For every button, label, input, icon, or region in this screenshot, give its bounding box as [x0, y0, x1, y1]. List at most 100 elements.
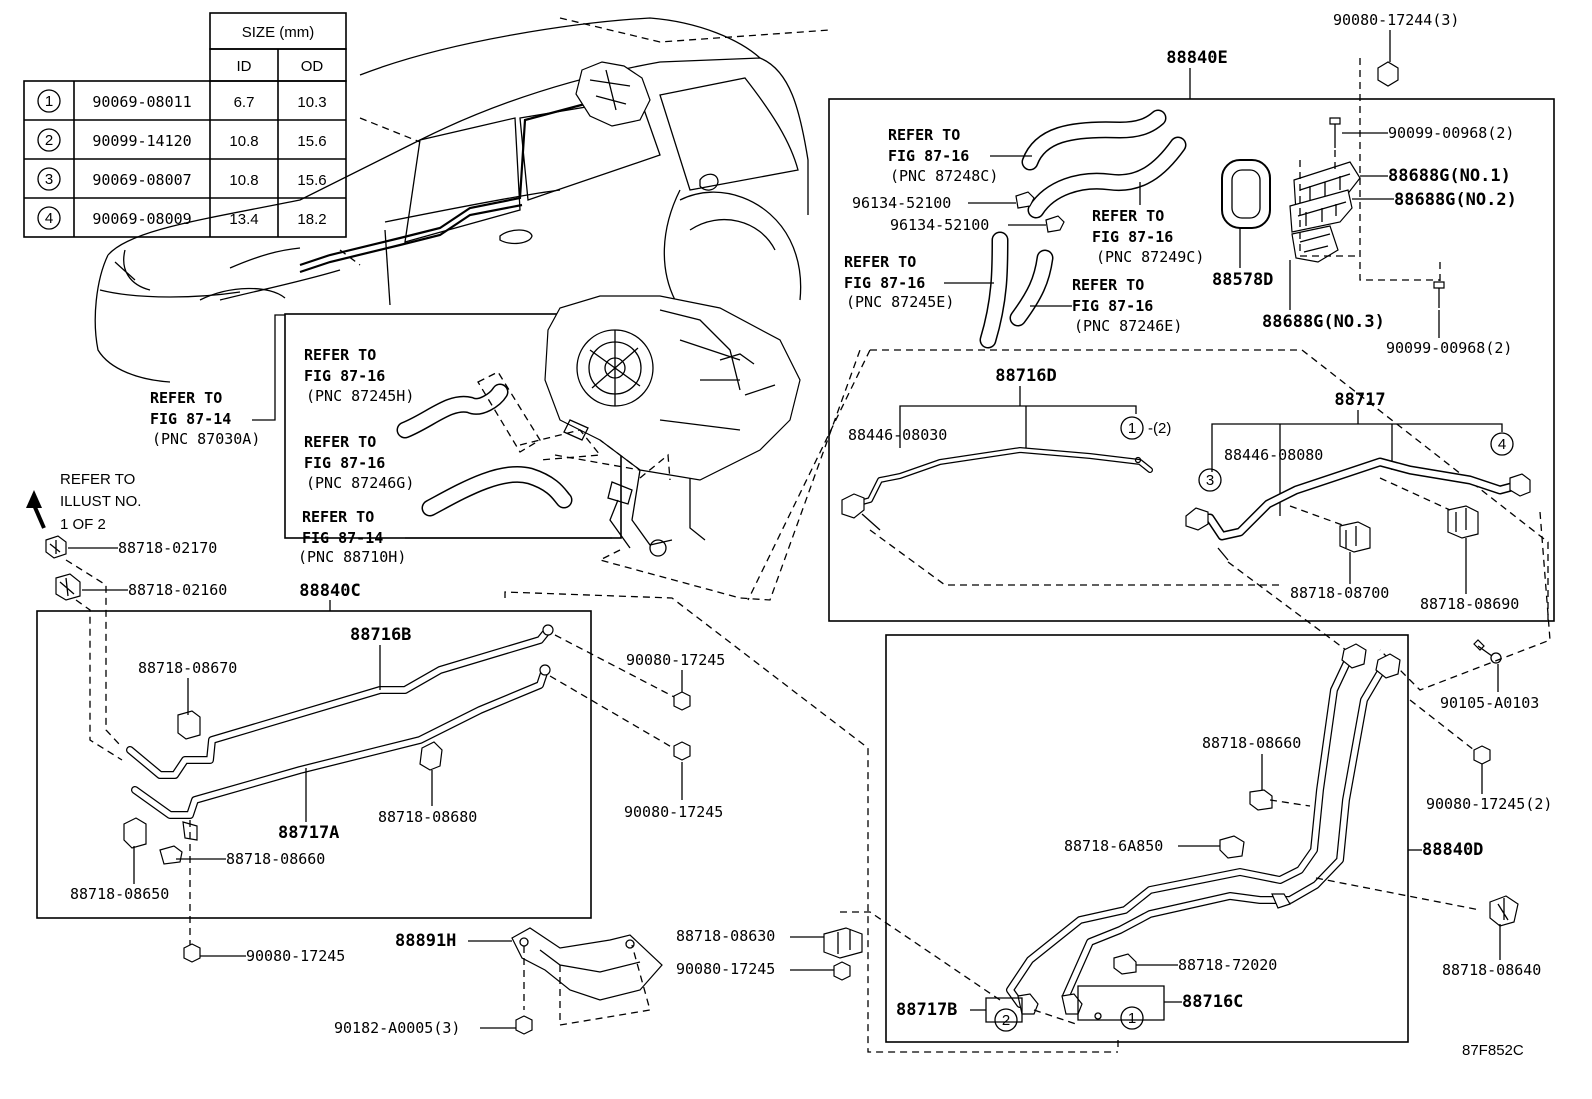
nut-icon — [833, 961, 851, 981]
bolt-a0103-label: 90105-A0103 — [1440, 694, 1539, 712]
size-table: SIZE (mm) ID OD 1 90069-08011 6.7 10.3 2… — [23, 12, 347, 238]
box-88840e: 88840E REFER TO FIG 87-16 (PNC 87248C) 9… — [747, 48, 1555, 622]
table-row-1-num: 1 — [45, 93, 53, 110]
box-e-ref3-l2: FIG 87-16 — [844, 274, 925, 292]
clamp-08680-label: 88718-08680 — [378, 808, 477, 826]
refer-car-l3: (PNC 87030A) — [152, 430, 260, 448]
tube-88716b-label: 88716B — [350, 625, 411, 645]
bracket-no2-label: 88688G(NO.2) — [1394, 190, 1517, 210]
table-row-2-part: 90099-14120 — [92, 132, 191, 150]
nut-icon — [673, 691, 691, 711]
table-row-1-part: 90069-08011 — [92, 93, 191, 111]
box-e-ref4-l2: FIG 87-16 — [1072, 297, 1153, 315]
bolt-icon — [1473, 639, 1485, 651]
refer-illust-l3: 1 OF 2 — [60, 516, 106, 533]
unit-ref1-l3: (PNC 87245H) — [306, 387, 414, 405]
box-e-ref1-l1: REFER TO — [888, 126, 960, 144]
nut-17245-2-label: 90080-17245(2) — [1426, 795, 1552, 813]
table-row-3-num: 3 — [45, 171, 53, 188]
ring1-d-badge: 1 — [1128, 1010, 1136, 1027]
table-row-2-od: 15.6 — [297, 133, 326, 150]
box-e-ref3-l3: (PNC 87245E) — [846, 293, 954, 311]
box-e-ref4-l1: REFER TO — [1072, 276, 1144, 294]
table-row-3-id: 10.8 — [229, 172, 258, 189]
figure-code: 87F852C — [1462, 1042, 1524, 1059]
refer-illust-l2: ILLUST NO. — [60, 493, 141, 510]
gasket-88578d-label: 88578D — [1212, 270, 1273, 290]
tube-88717b-label: 88717B — [896, 1000, 957, 1020]
ring3-badge: 3 — [1206, 472, 1214, 489]
clamp-08660-d-label: 88718-08660 — [1202, 734, 1301, 752]
nut-icon — [673, 741, 691, 761]
table-row-1-od: 10.3 — [297, 94, 326, 111]
screw-00968-top-label: 90099-00968(2) — [1388, 124, 1514, 142]
nut-icon — [1377, 61, 1399, 87]
box-88840d: 88840D 88718-08660 88718-6A850 88718-720… — [885, 634, 1483, 1043]
unit-ref2-l2: FIG 87-16 — [304, 454, 385, 472]
nut-17244-label: 90080-17244(3) — [1333, 11, 1459, 29]
pipe-08080-label: 88446-08080 — [1224, 446, 1323, 464]
cover-88891h-label: 88891H — [395, 931, 456, 951]
table-row-1-id: 6.7 — [234, 94, 255, 111]
cover-88891h: 88891H 90182-A0005(3) — [334, 927, 663, 1037]
clamp-52100-b-label: 96134-52100 — [890, 216, 989, 234]
unit-ref3-l1: REFER TO — [302, 508, 374, 526]
table-row-4-num: 4 — [45, 210, 53, 227]
clamp-08700-label: 88718-08700 — [1290, 584, 1389, 602]
hvac-unit — [284, 295, 801, 557]
refer-illust: REFER TO ILLUST NO. 1 OF 2 — [26, 471, 141, 533]
clip-02170-label: 88718-02170 — [118, 539, 217, 557]
clamp-08650-label: 88718-08650 — [70, 885, 169, 903]
nut-17245-b-label: 90080-17245 — [624, 803, 723, 821]
ring1-badge: 1 — [1128, 420, 1136, 437]
ring1-qty: -(2) — [1148, 420, 1171, 437]
nut-icon — [183, 943, 201, 963]
box-e-ref2-l1: REFER TO — [1092, 207, 1164, 225]
box-e-title: 88840E — [1166, 48, 1227, 68]
ring2-badge: 2 — [1002, 1012, 1010, 1029]
clip-02160-label: 88718-02160 — [128, 581, 227, 599]
box-e-ref2-l2: FIG 87-16 — [1092, 228, 1173, 246]
nut-17245-d-label: 90080-17245 — [676, 960, 775, 978]
clamp-08640-label: 88718-08640 — [1442, 961, 1541, 979]
table-row-3-od: 15.6 — [297, 172, 326, 189]
unit-ref3-l3: (PNC 88710H) — [298, 548, 406, 566]
screw-00968-bottom-label: 90099-00968(2) — [1386, 339, 1512, 357]
clamp-6a850-label: 88718-6A850 — [1064, 837, 1163, 855]
nut-icon — [1473, 745, 1491, 765]
refer-illust-l1: REFER TO — [60, 471, 135, 488]
unit-ref2-l3: (PNC 87246G) — [306, 474, 414, 492]
box-d-title: 88840D — [1422, 840, 1483, 860]
box-e-ref1-l2: FIG 87-16 — [888, 147, 969, 165]
box-e-ref2-l3: (PNC 87249C) — [1096, 248, 1204, 266]
unit-ref1-l2: FIG 87-16 — [304, 367, 385, 385]
unit-ref1-l1: REFER TO — [304, 346, 376, 364]
ring4-badge: 4 — [1498, 436, 1506, 453]
clamp-icon — [823, 927, 863, 959]
clamp-72020-label: 88718-72020 — [1178, 956, 1277, 974]
unit-ref3-l2: FIG 87-14 — [302, 529, 383, 547]
clamp-08630-label: 88718-08630 — [676, 927, 775, 945]
box-88840c: 88840C 88716B 88717A 88718-08670 88718-0… — [36, 581, 592, 919]
box-e-ref1-l3: (PNC 87248C) — [890, 167, 998, 185]
refer-car-l2: FIG 87-14 — [150, 410, 231, 428]
clamp-08690-label: 88718-08690 — [1420, 595, 1519, 613]
table-row-4-id: 13.4 — [229, 211, 258, 228]
pipe-08030-label: 88446-08030 — [848, 426, 947, 444]
table-row-2-id: 10.8 — [229, 133, 258, 150]
size-header: SIZE (mm) — [242, 24, 315, 41]
bracket-no3-label: 88688G(NO.3) — [1262, 312, 1385, 332]
id-header: ID — [237, 58, 252, 75]
clip-icon — [55, 573, 81, 601]
tube-88717a-label: 88717A — [278, 823, 339, 843]
clamp-08660-label: 88718-08660 — [226, 850, 325, 868]
nut-17245-a-label: 90080-17245 — [626, 651, 725, 669]
table-row-4-part: 90069-08009 — [92, 210, 191, 228]
tube-88716d-label: 88716D — [995, 366, 1056, 386]
bracket-no1-label: 88688G(NO.1) — [1388, 166, 1511, 186]
box-e-ref4-l3: (PNC 87246E) — [1074, 317, 1182, 335]
refer-car-l1: REFER TO — [150, 389, 222, 407]
bolt-a0005-label: 90182-A0005(3) — [334, 1019, 460, 1037]
tube-88717-label: 88717 — [1334, 390, 1385, 410]
